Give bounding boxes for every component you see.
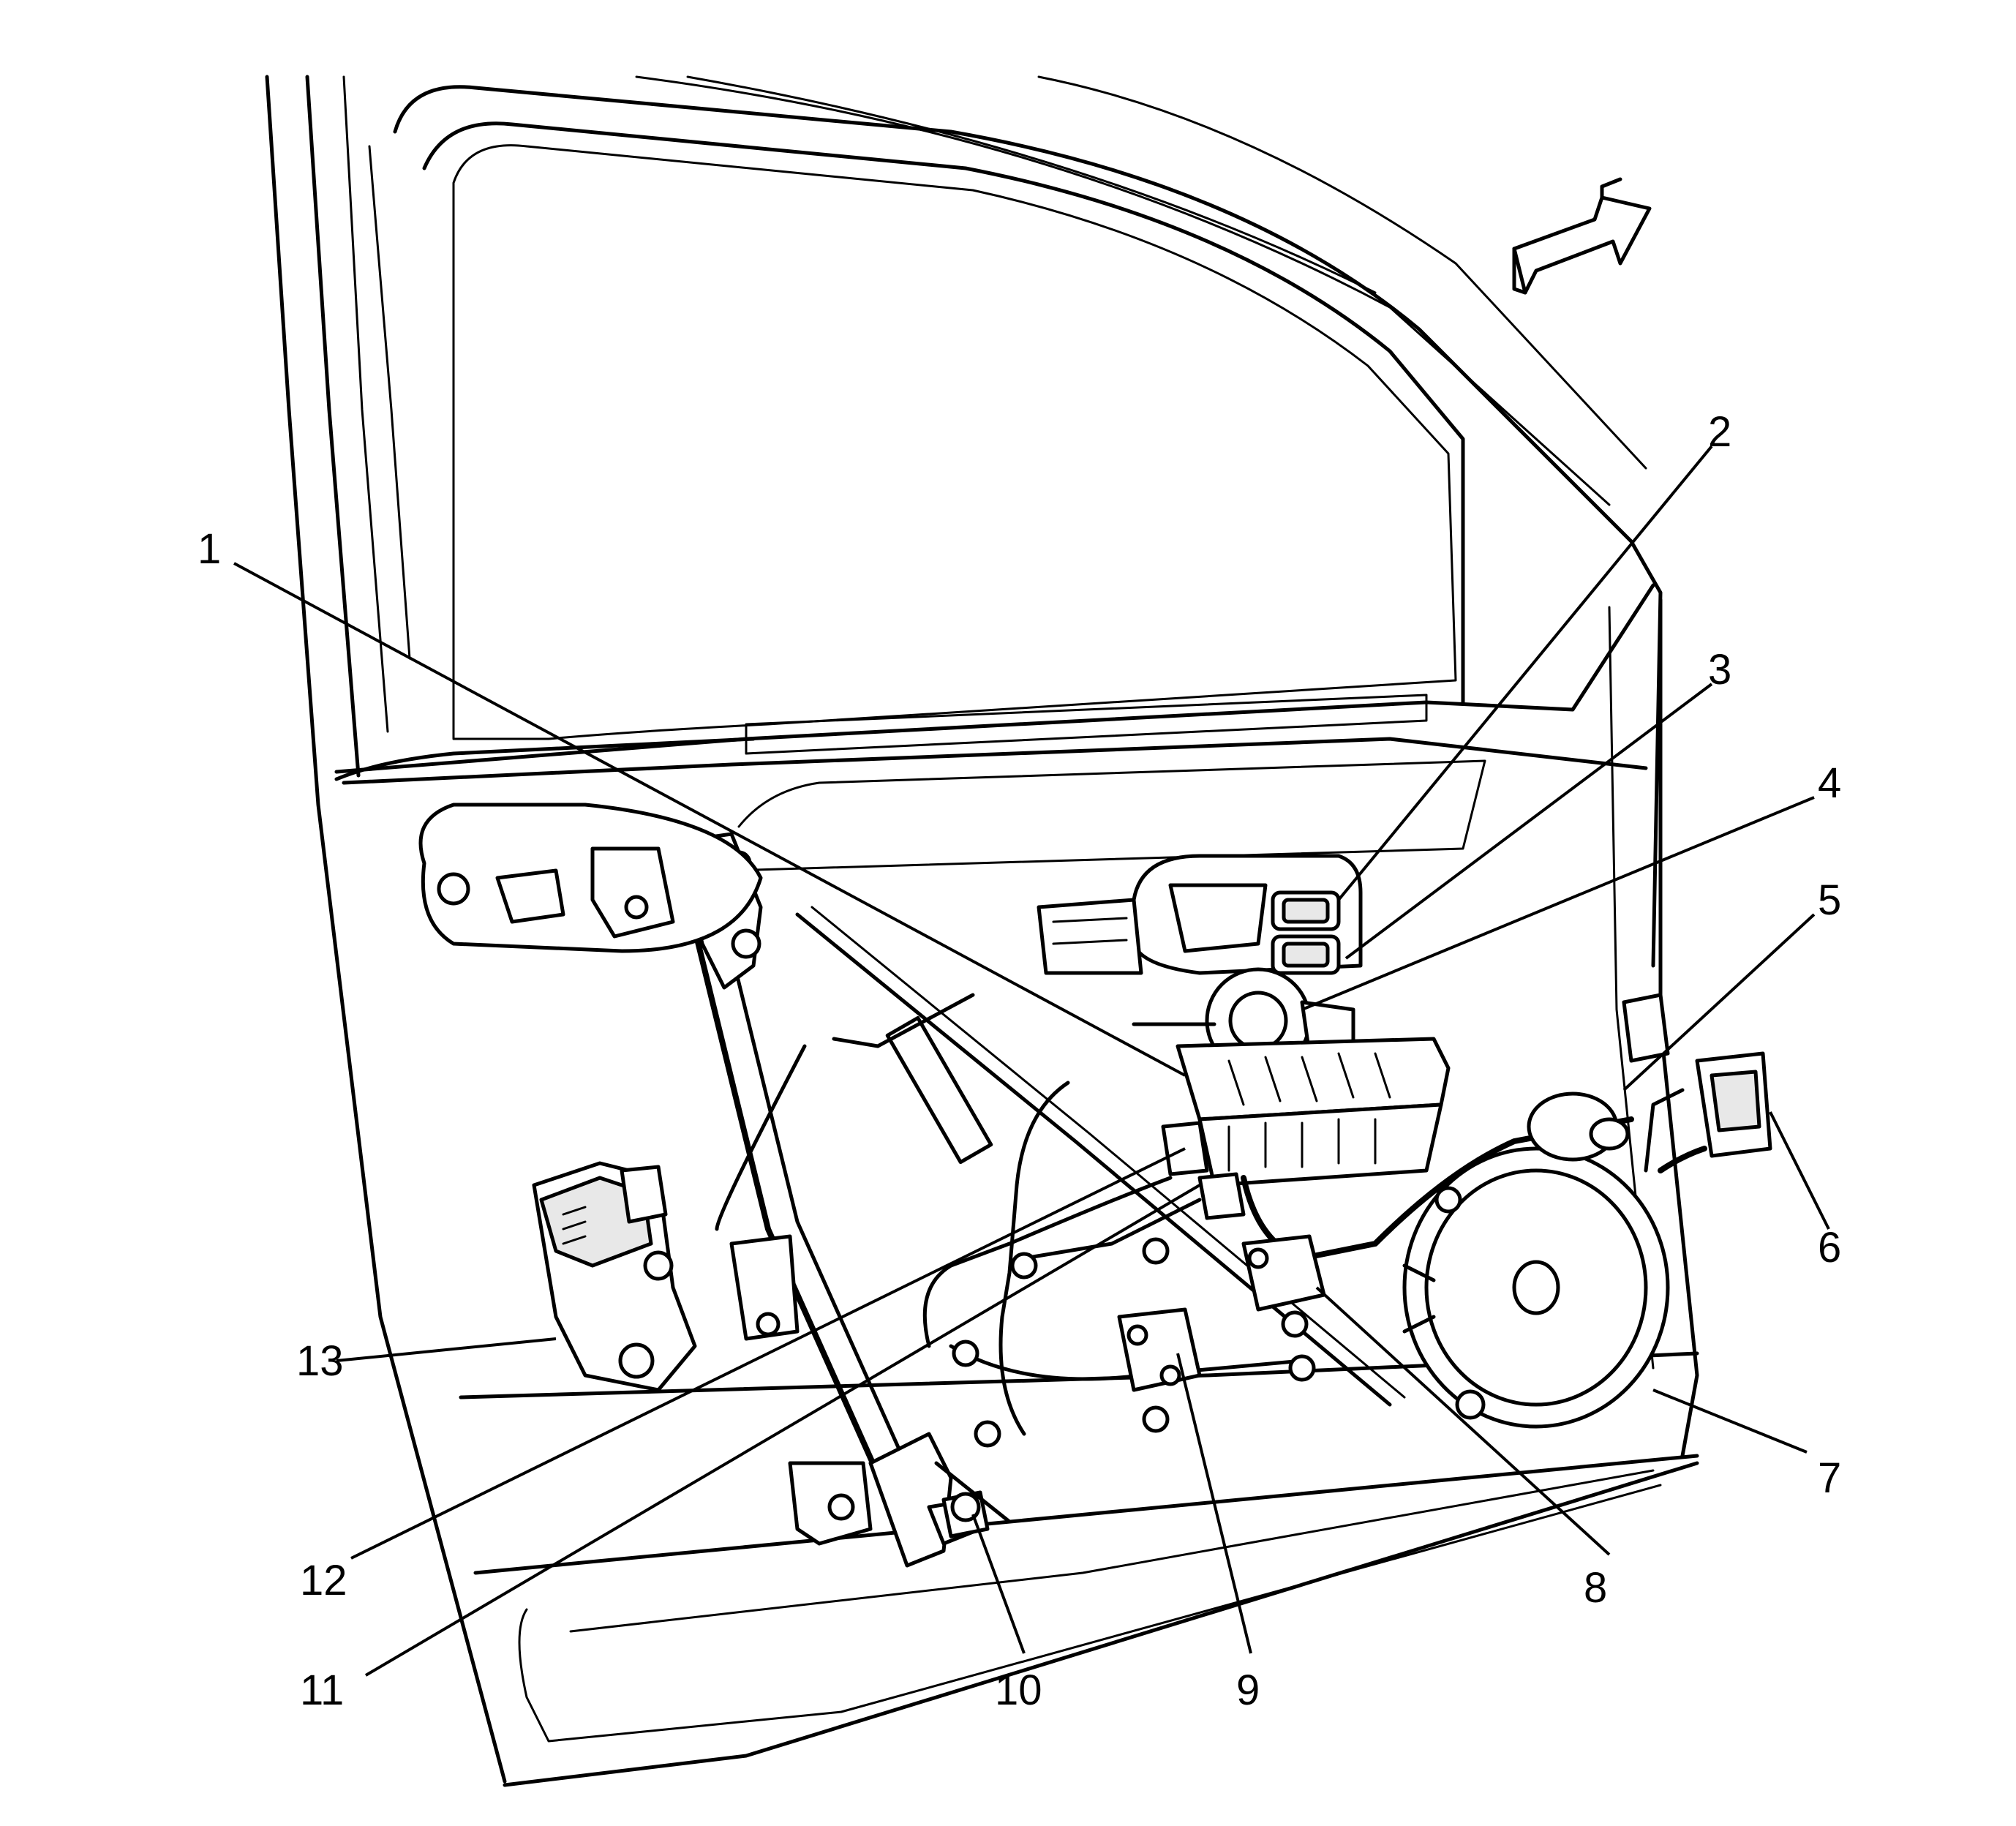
leader-10 (971, 1514, 1026, 1654)
forward-arrow-icon (1512, 177, 1652, 295)
window-regulator-bolt (934, 1461, 1012, 1524)
callout-11: 11 (300, 1667, 344, 1714)
callout-10: 10 (995, 1667, 1042, 1714)
wiring-harness (715, 993, 1634, 1448)
callout-2: 2 (1708, 408, 1731, 456)
speaker (1402, 1146, 1670, 1429)
leader-8 (1315, 1286, 1611, 1556)
leader-3 (1344, 683, 1713, 960)
door-lock-actuator (532, 1161, 697, 1392)
leader-12 (350, 1147, 1186, 1560)
leader-lines (233, 445, 1830, 1677)
lower-regulator-bracket (729, 1234, 982, 1568)
leader-2 (1337, 445, 1713, 901)
callout-5: 5 (1818, 876, 1841, 924)
callout-9: 9 (1236, 1667, 1260, 1714)
callout-7: 7 (1818, 1454, 1841, 1502)
callout-13: 13 (296, 1337, 344, 1385)
callout-12: 12 (300, 1557, 347, 1604)
grommet (1527, 993, 1670, 1162)
leader-7 (1652, 1389, 1808, 1454)
callout-6: 6 (1818, 1224, 1841, 1271)
callout-labels: 1 2 3 4 5 6 7 8 9 10 11 12 13 (198, 408, 1841, 1714)
door-ajar-switch (1241, 1234, 1326, 1312)
outside-handle (418, 803, 763, 953)
leader-13 (336, 1337, 557, 1362)
callout-1: 1 (198, 525, 221, 573)
leader-6 (1769, 1111, 1830, 1230)
callout-4: 4 (1818, 759, 1841, 807)
leader-5 (1622, 913, 1816, 1092)
leader-4 (1301, 796, 1815, 1011)
door-frame (265, 75, 1699, 1787)
window-switch (1271, 890, 1341, 975)
leader-9 (1176, 1353, 1252, 1654)
leader-11 (364, 1184, 1201, 1677)
door-control-module (1161, 1037, 1451, 1220)
callout-8: 8 (1584, 1564, 1607, 1612)
leader-1 (233, 562, 1186, 1077)
mirror-motor (1117, 1307, 1202, 1392)
body-connector (1644, 1051, 1772, 1173)
callout-3: 3 (1708, 646, 1731, 694)
